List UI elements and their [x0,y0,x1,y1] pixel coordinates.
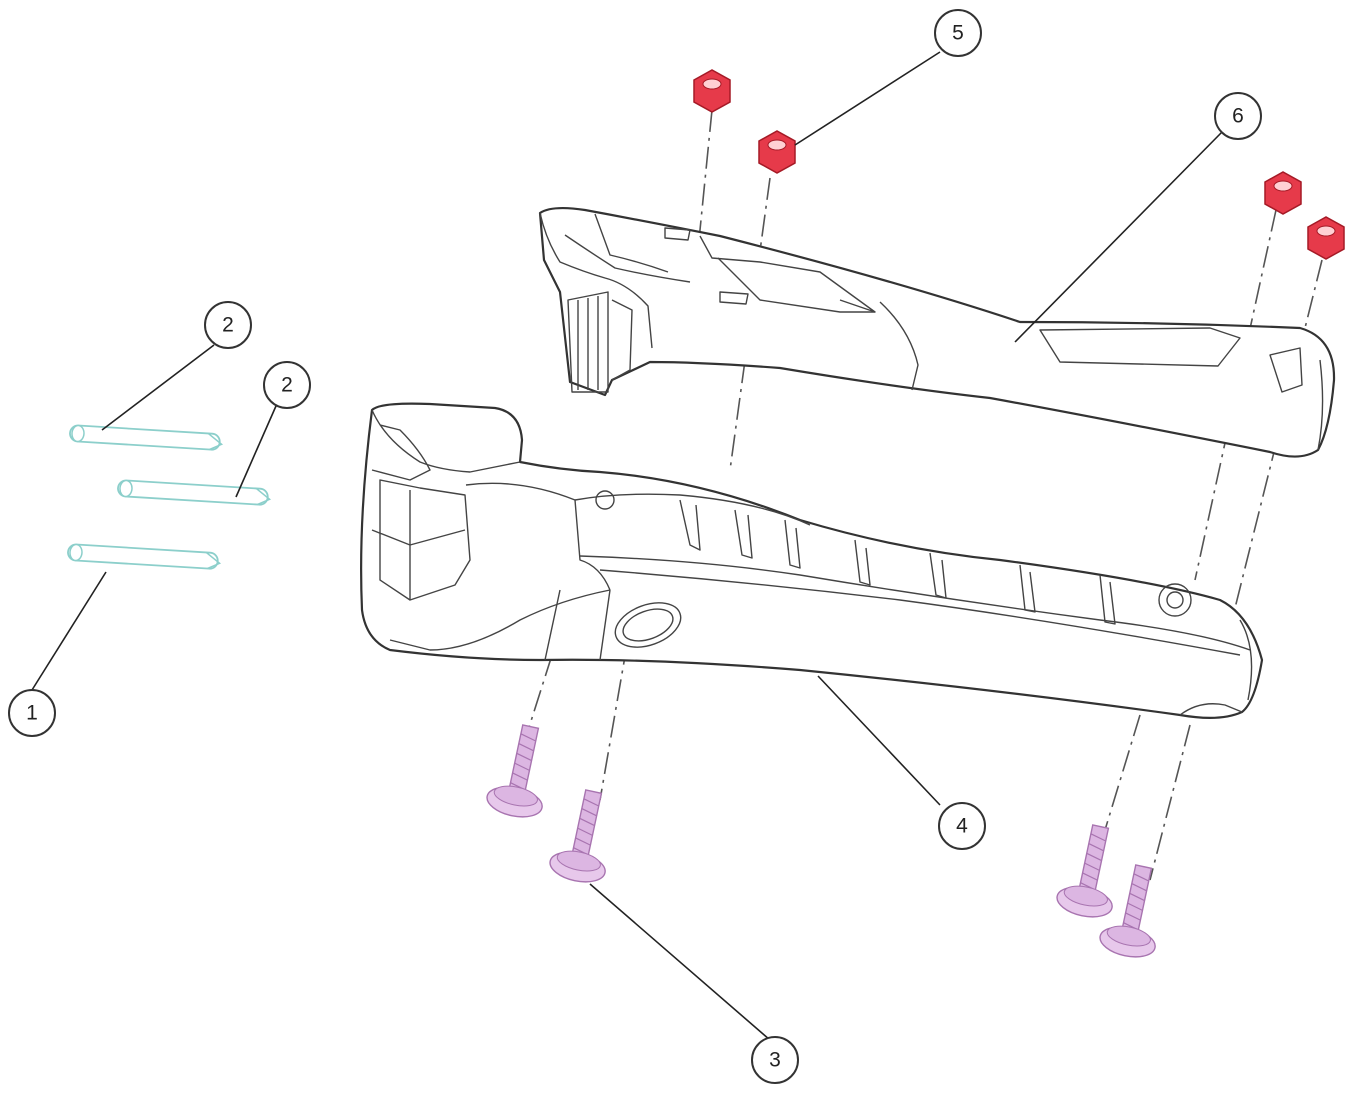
hex-nut [1307,216,1345,260]
callout-circle [263,361,311,409]
callout-circle [1214,92,1262,140]
pin-shaft [67,543,219,570]
pin-end [69,543,83,562]
nut-hole [1316,225,1336,237]
pin-shaft [69,424,221,451]
callout-label: 3 [769,1049,781,1072]
nut-body [758,130,796,174]
callout-label: 2 [222,314,234,337]
screw [1099,864,1156,958]
callout-circle [8,689,56,737]
callout-2-a: 2 [204,301,252,349]
screw [486,724,543,818]
leader-lines [31,51,1223,1041]
pin-shaft [117,479,269,506]
hex-nut [758,130,796,174]
pins [67,424,272,570]
callout-5: 5 [934,9,982,57]
nut-hole [1273,180,1293,192]
callout-2-b: 2 [263,361,311,409]
hex-nuts [693,69,1345,260]
screw-thread [1080,833,1106,891]
nut-hole [767,139,787,151]
pin [67,543,222,570]
pin-end [119,479,133,498]
screw-head-top [556,850,601,872]
callout-circle [938,802,986,850]
callout-circle [204,301,252,349]
nut-body [1307,216,1345,260]
screws [486,724,1156,958]
callout-6: 6 [1214,92,1262,140]
screw-thread [1123,873,1149,931]
callout-label: 2 [281,374,293,397]
callout-label: 4 [956,815,968,838]
pin-tip [205,551,222,570]
callout-4: 4 [938,802,986,850]
callout-label: 6 [1232,105,1244,128]
screw [1056,824,1113,918]
pin-tip [255,487,272,506]
callout-label: 1 [26,702,38,725]
upper-handle-half [538,206,1336,458]
hex-nut [693,69,731,113]
screw [549,789,606,883]
callout-1: 1 [8,689,56,737]
callout-3: 3 [751,1036,799,1084]
callout-circle [934,9,982,57]
screw-head-top [1063,885,1108,907]
pin-end [71,424,85,443]
lower-handle-half [360,402,1264,719]
pin [69,424,224,451]
screw-thread [573,798,599,856]
screw-head-top [493,785,538,807]
nut-body [693,69,731,113]
nut-hole [702,78,722,90]
pin [117,479,272,506]
screw-head-top [1106,925,1151,947]
callout-circle [751,1036,799,1084]
callout-label: 5 [952,22,964,45]
hex-nut [1264,171,1302,215]
pin-tip [207,432,224,451]
nut-body [1264,171,1302,215]
screw-thread [510,733,536,791]
